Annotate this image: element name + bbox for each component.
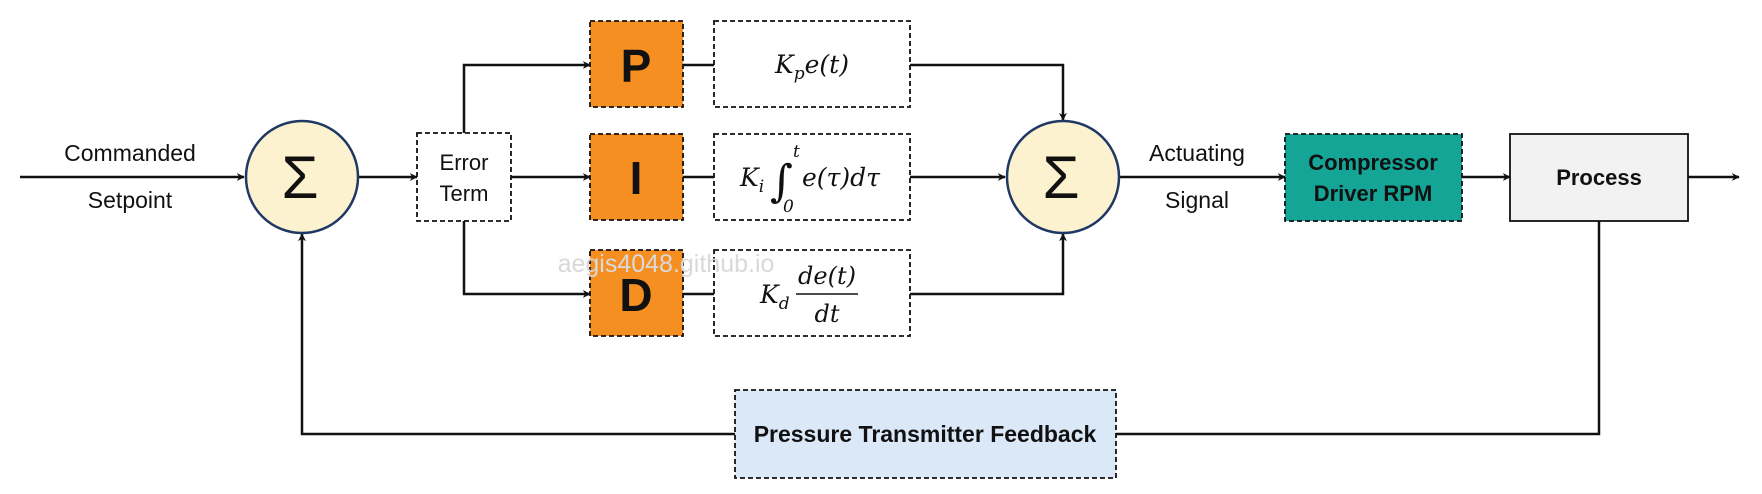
input-label-line2: Setpoint [88,187,173,213]
process-to-feedback-line [1116,220,1601,436]
i-term-box: Ki ∫ t 0 e(τ)dτ [713,133,911,221]
d-block: D [589,249,684,337]
p-term-to-sum2-arrow [910,63,1067,121]
d-term-k: Kd [759,280,790,314]
i-term-lower-limit: 0 [783,197,794,217]
d-block-label: D [619,269,652,321]
feedback-label: Pressure Transmitter Feedback [754,421,1097,447]
input-label-line1: Commanded [64,140,196,166]
d-term-to-sum2-arrow [910,233,1067,296]
sum-symbol-1: Σ [281,144,318,211]
i-term-rest: e(τ)dτ [802,163,881,192]
error-term-line2: Term [440,181,489,206]
summing-junction-1: Σ [244,119,360,235]
error-term-box: Error Term [416,132,512,222]
d-term-denominator: dt [814,300,839,328]
watermark-text: aegis4048.github.io [558,250,775,278]
feedback-block: Pressure Transmitter Feedback [734,389,1117,479]
summing-junction-2: Σ [1005,119,1121,235]
d-term-box: Kd de(t) dt [713,249,911,337]
i-term-integral: ∫ [770,156,793,207]
connection-lines [20,61,1740,436]
d-term-numerator: de(t) [798,262,856,290]
actuating-label-line1: Actuating [1149,140,1245,166]
compressor-label-line2: Driver RPM [1314,181,1433,206]
actuating-label-line2: Signal [1165,187,1229,213]
i-term-k: Ki [739,163,764,197]
compressor-label-line1: Compressor [1308,150,1438,175]
i-term-upper-limit: t [793,142,800,162]
p-term-box: Kpe(t) [713,20,911,108]
sum-symbol-2: Σ [1042,144,1079,211]
error-term-line1: Error [440,150,489,175]
compressor-driver-block: Compressor Driver RPM [1284,133,1463,222]
feedback-to-sum1-arrow [298,233,735,436]
error-to-p-arrow [462,61,591,133]
p-block: P [589,20,684,108]
error-to-d-arrow [462,221,591,298]
process-block: Process [1509,133,1689,222]
i-block-label: I [630,152,643,204]
p-term-expression: Kpe(t) [774,50,849,84]
process-label: Process [1556,165,1642,190]
i-block: I [589,133,684,221]
p-block-label: P [621,40,652,92]
